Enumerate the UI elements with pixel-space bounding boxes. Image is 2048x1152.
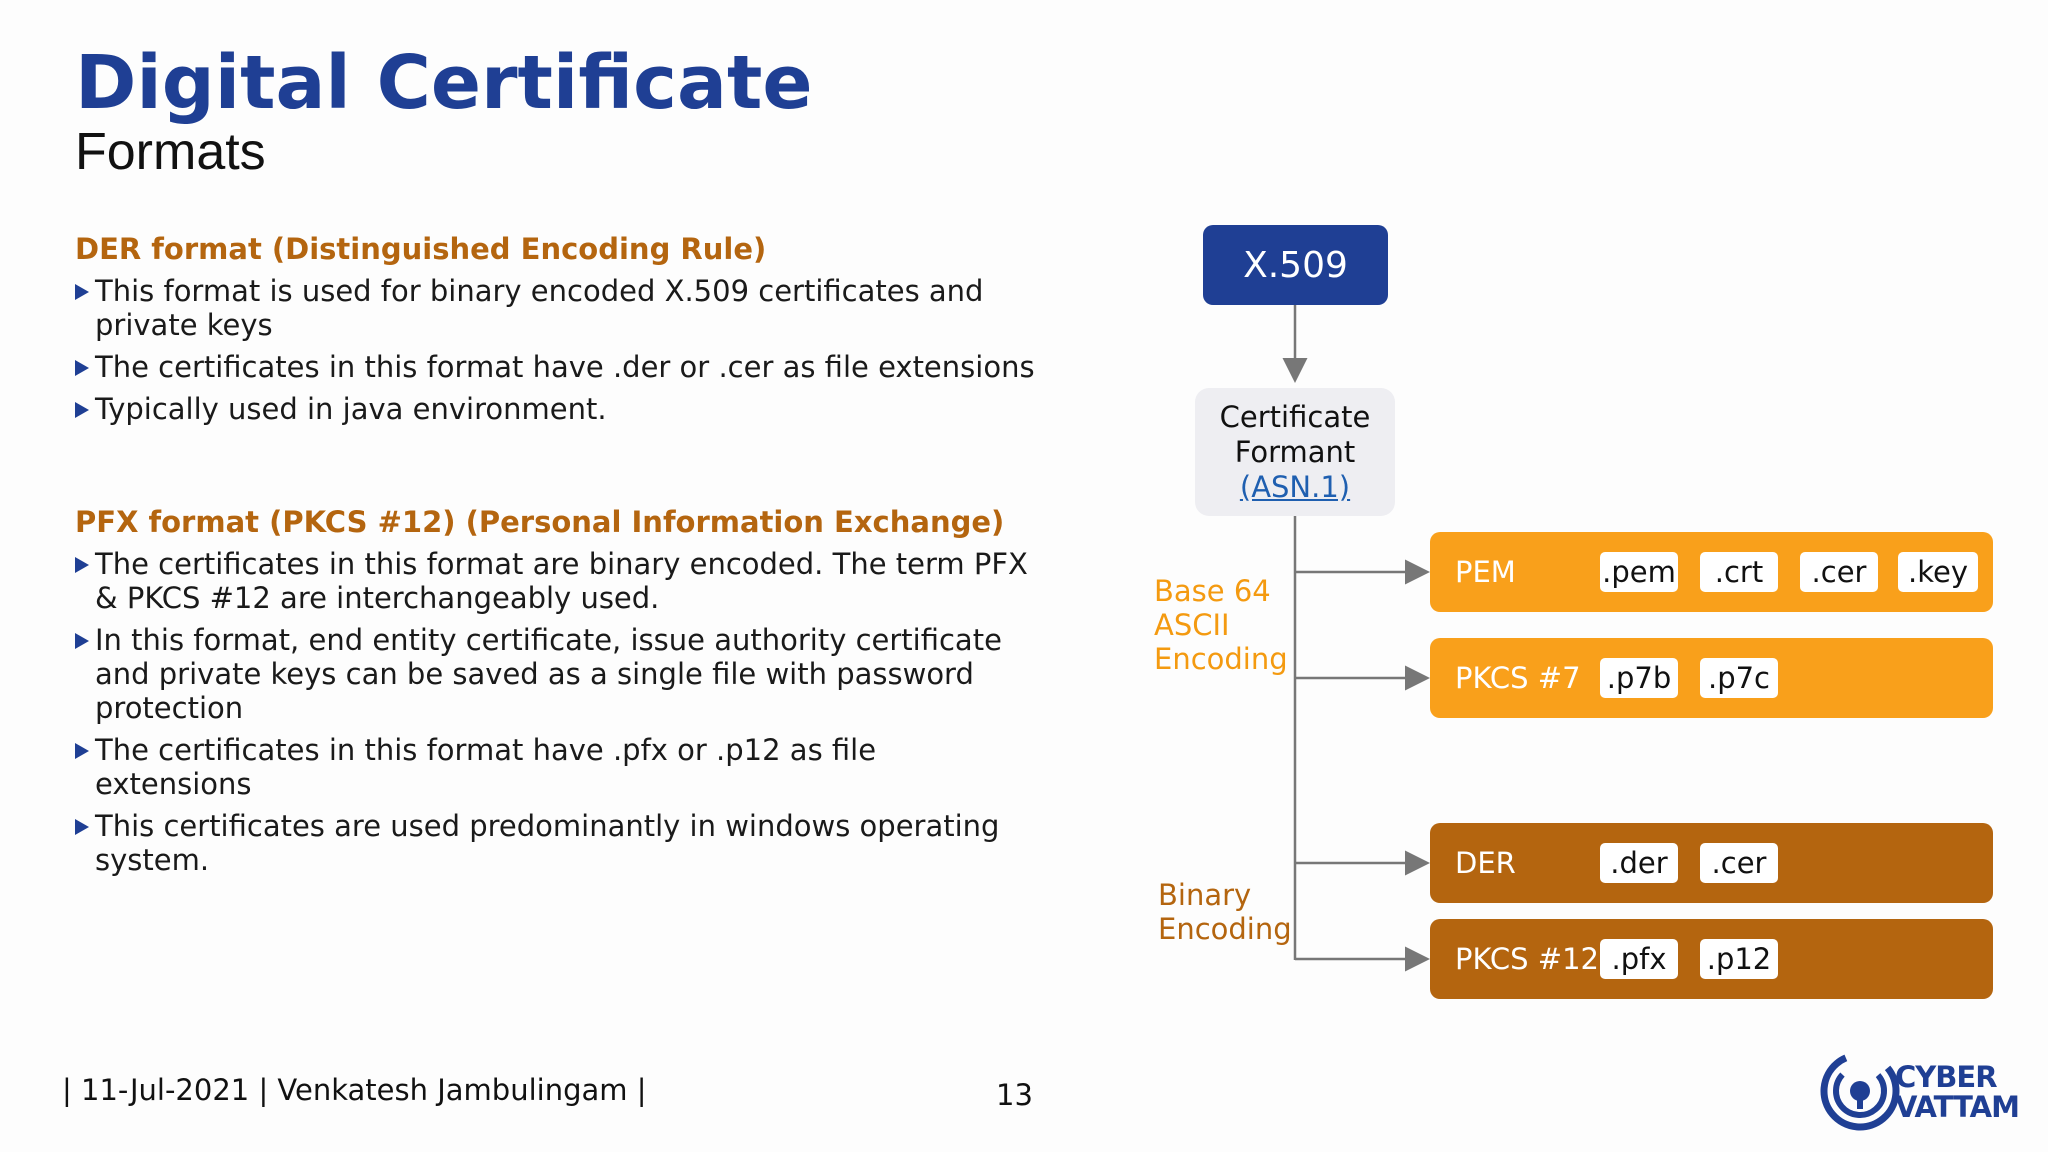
format-name: DER: [1455, 846, 1516, 880]
format-name: PEM: [1455, 555, 1516, 589]
extension-tag: .p7c: [1700, 658, 1778, 698]
bullet-arrow-icon: [75, 402, 89, 418]
extension-tag: .cer: [1700, 843, 1778, 883]
bullet-arrow-icon: [75, 284, 89, 300]
footer-credits: | 11-Jul-2021 | Venkatesh Jambulingam |: [62, 1073, 647, 1107]
extension-tag: .pfx: [1600, 939, 1678, 979]
extension-tag: .der: [1600, 843, 1678, 883]
extension-tag: .pem: [1600, 552, 1678, 592]
slide-subtitle: Formats: [75, 123, 266, 181]
der-bullet-item: Typically used in java environment.: [75, 392, 1035, 426]
der-heading: DER format (Distinguished Encoding Rule): [75, 232, 767, 266]
logo-wordmark: CYBER VATTAM: [1895, 1060, 2020, 1124]
slide-title: Digital Certificate: [75, 40, 813, 126]
der-bullet-item: The certificates in this format have .de…: [75, 350, 1035, 384]
der-bullet-list: This format is used for binary encoded X…: [75, 274, 1035, 434]
format-name: PKCS #12: [1455, 942, 1599, 976]
asn1-link[interactable]: (ASN.1): [1239, 470, 1351, 504]
pfx-bullet-list: The certificates in this format are bina…: [75, 547, 1035, 885]
page-number: 13: [996, 1078, 1033, 1112]
base64-encoding-label: Base 64 ASCII Encoding: [1154, 574, 1288, 676]
extension-tag: .cer: [1800, 552, 1878, 592]
bullet-arrow-icon: [75, 360, 89, 376]
pfx-bullet-item: In this format, end entity certificate, …: [75, 623, 1035, 725]
format-bar-der: DER .der .cer: [1430, 823, 1993, 903]
bullet-arrow-icon: [75, 633, 89, 649]
x509-box: X.509: [1203, 225, 1388, 305]
format-name: PKCS #7: [1455, 661, 1581, 695]
bullet-arrow-icon: [75, 819, 89, 835]
format-bar-pkcs12: PKCS #12 .pfx .p12: [1430, 919, 1993, 999]
pfx-heading: PFX format (PKCS #12) (Personal Informat…: [75, 505, 1005, 539]
format-box-line1: Certificate: [1219, 400, 1371, 434]
format-box-line2: Formant: [1234, 435, 1356, 469]
certificate-format-box: Certificate Formant (ASN.1): [1195, 388, 1395, 516]
cyber-vattam-logo-icon: [1820, 1051, 1900, 1131]
bullet-arrow-icon: [75, 557, 89, 573]
format-bar-pem: PEM .pem .crt .cer .key: [1430, 532, 1993, 612]
pfx-bullet-item: The certificates in this format have .pf…: [75, 733, 1035, 801]
extension-tag: .key: [1898, 552, 1978, 592]
bullet-arrow-icon: [75, 743, 89, 759]
pfx-bullet-item: The certificates in this format are bina…: [75, 547, 1035, 615]
format-bar-pkcs7: PKCS #7 .p7b .p7c: [1430, 638, 1993, 718]
der-bullet-item: This format is used for binary encoded X…: [75, 274, 1035, 342]
extension-tag: .p12: [1700, 939, 1778, 979]
extension-tag: .crt: [1700, 552, 1778, 592]
binary-encoding-label: Binary Encoding: [1158, 878, 1292, 946]
pfx-bullet-item: This certificates are used predominantly…: [75, 809, 1035, 877]
extension-tag: .p7b: [1600, 658, 1678, 698]
